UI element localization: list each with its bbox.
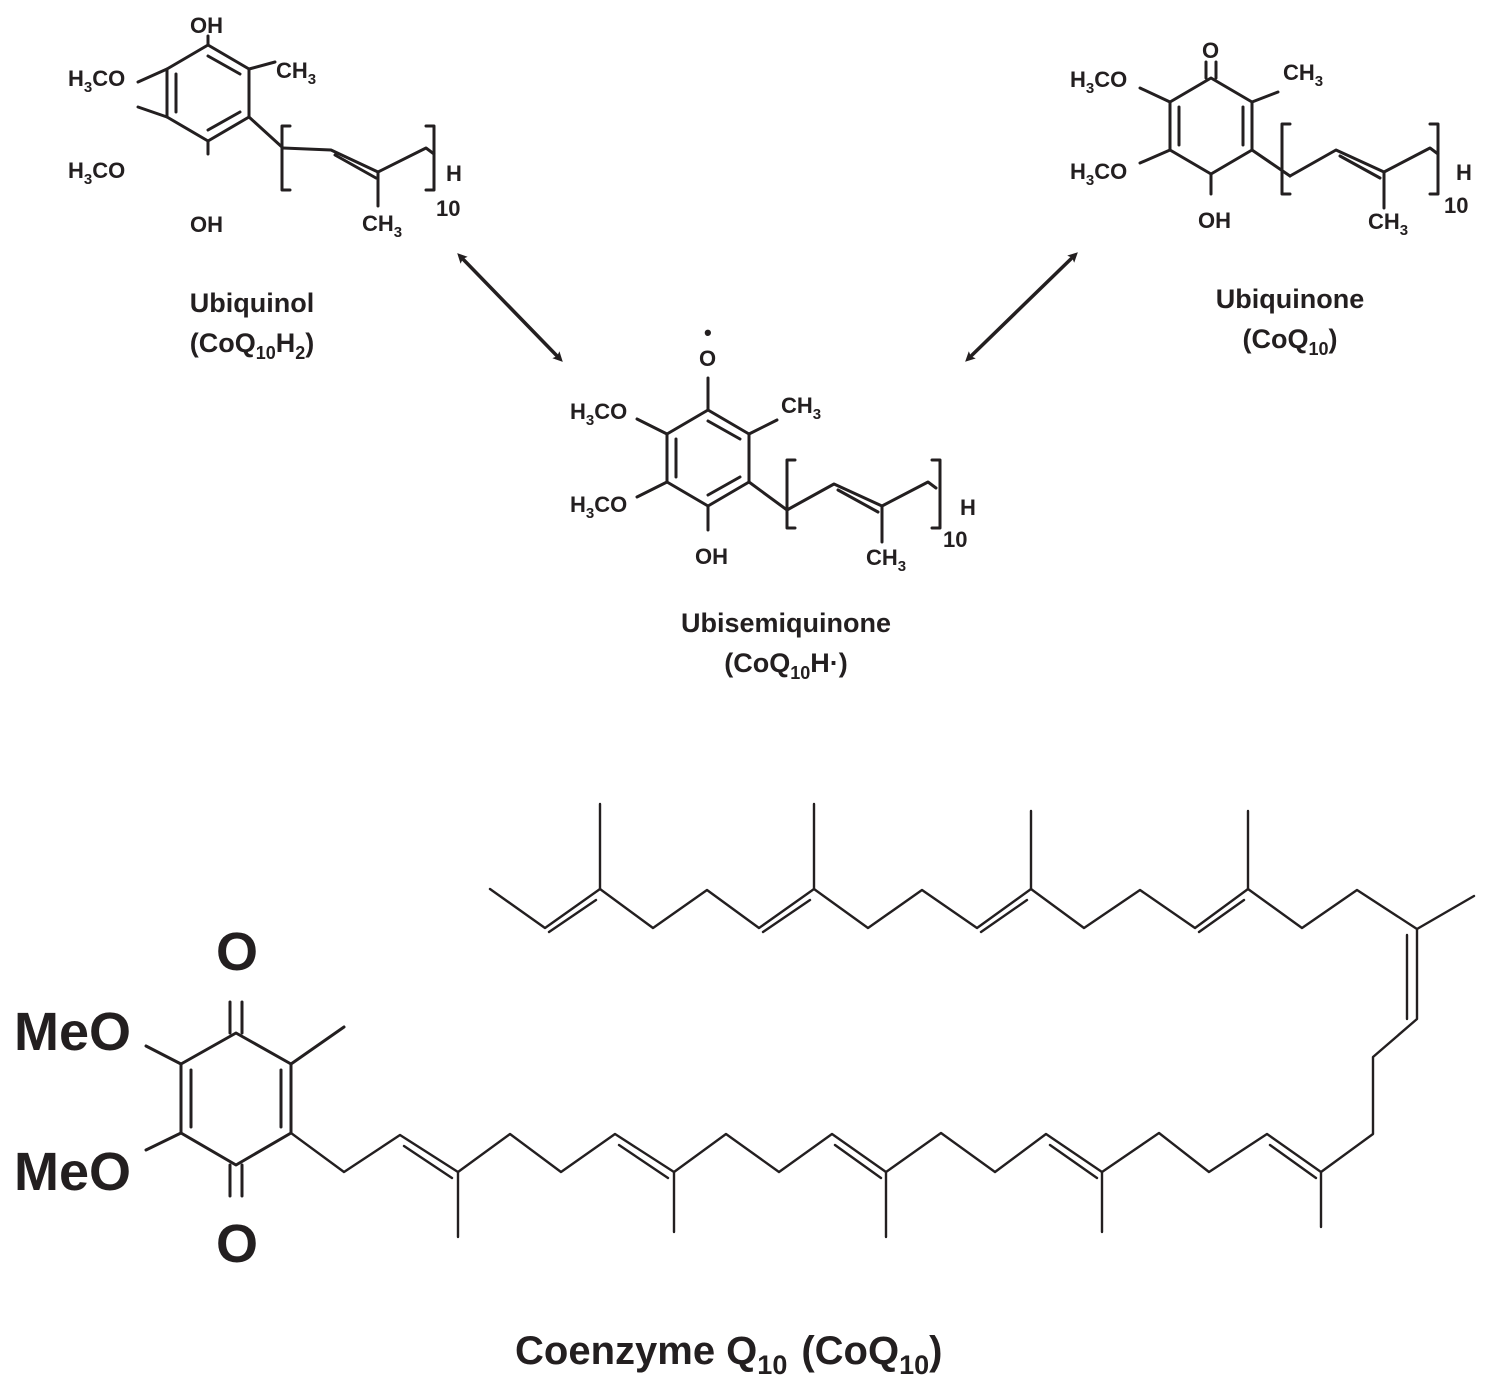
ubiquinol-formula: (CoQ10H2) [190, 328, 315, 363]
ubisemiquinone-formula: (CoQ10H·) [724, 648, 848, 683]
ubisemiquinone-o-top: O [699, 346, 716, 371]
ubiquinol-oh-bottom: OH [190, 212, 223, 237]
ubiquinol-chain [281, 146, 436, 208]
coq10-methoxy-bonds [144, 1025, 346, 1152]
ubiquinone-formula: (CoQ10) [1242, 324, 1337, 359]
ubisemiquinone-chain-methyl: CH3 [866, 545, 906, 575]
coq10-chain-double-bonds [402, 898, 1409, 1180]
ubiquinol-oh-top: OH [190, 13, 223, 38]
ubiquinol-methoxy-top: H3CO [68, 66, 125, 96]
coq10-title: Coenzyme Q10(CoQ10) [515, 1329, 942, 1380]
ubiquinone-ring-inner-bonds [1177, 105, 1245, 147]
ubiquinol-substituent-bonds [136, 34, 285, 156]
ubiquinone-o-top: O [1202, 38, 1219, 63]
ubiquinol-semiquinone-equilibrium-arrow [457, 253, 563, 362]
ubiquinone-repeat-count: 10 [1444, 193, 1468, 218]
ubiquinone-end-h: H [1456, 160, 1472, 185]
ubisemiquinone-ring [665, 408, 751, 508]
coq10-isoprenoid-chain [289, 887, 1419, 1174]
ubiquinol-ring-inner-bonds [174, 54, 242, 132]
ubisemiquinone-structure: • O OH H3CO H3CO CH3 CH3 H 10 [570, 320, 976, 575]
ubiquinol-brackets [280, 124, 436, 192]
ubisemiquinone-chain [785, 480, 938, 544]
ubiquinone-substituent-bonds [1138, 60, 1292, 196]
coq10-carbonyl-o-top: O [216, 922, 258, 982]
ubiquinol-structure: OH OH H3CO H3CO CH3 CH3 H 10 [68, 13, 462, 241]
ubisemiquinone-name: Ubisemiquinone [681, 608, 891, 638]
coq10-methoxy-bottom: MeO [14, 1142, 131, 1202]
ubiquinone-chain-methyl: CH3 [1368, 209, 1408, 239]
coq10-structure: O O MeO MeO [14, 802, 1476, 1274]
ubiquinol-ring-methyl: CH3 [276, 58, 316, 88]
ubiquinone-methoxy-top: H3CO [1070, 67, 1127, 97]
ubiquinone-chain [1288, 146, 1440, 210]
ubiquinol-name: Ubiquinol [190, 288, 314, 318]
ubiquinol-repeat-count: 10 [436, 196, 460, 221]
ubiquinone-ring-methyl: CH3 [1283, 60, 1323, 90]
ubiquinone-brackets [1280, 122, 1440, 196]
ubiquinone-methoxy-bottom: H3CO [1070, 159, 1127, 189]
ubisemiquinone-methoxy-top: H3CO [570, 399, 627, 429]
ubisemiquinone-repeat-count: 10 [943, 527, 967, 552]
ubiquinone-name: Ubiquinone [1216, 284, 1364, 314]
ubisemiquinone-methoxy-bottom: H3CO [570, 492, 627, 522]
ubiquinol-end-h: H [446, 161, 462, 186]
ubisemiquinone-oh-bottom: OH [695, 544, 728, 569]
ubiquinone-semiquinone-equilibrium-arrow [965, 252, 1078, 362]
ubiquinone-oh-bottom: OH [1198, 208, 1231, 233]
ubisemiquinone-substituent-bonds [635, 376, 789, 532]
coq10-ring-double-bonds [189, 1068, 283, 1129]
ubiquinol-ring [165, 43, 251, 143]
ubisemiquinone-radical-dot: • [704, 320, 712, 345]
ubisemiquinone-end-h: H [960, 495, 976, 520]
ubiquinol-methoxy-bottom: H3CO [68, 158, 125, 188]
ubiquinone-structure: O OH H3CO H3CO CH3 CH3 H 10 [1070, 38, 1472, 239]
coq10-carbonyl-o-bottom: O [216, 1214, 258, 1274]
ubisemiquinone-brackets [785, 458, 942, 530]
ubiquinone-ring [1168, 76, 1254, 176]
ubisemiquinone-ring-inner-bonds [674, 419, 742, 497]
coq10-methoxy-top: MeO [14, 1002, 131, 1062]
coq10-chain-methyls [456, 802, 1476, 1239]
ubisemiquinone-ring-methyl: CH3 [781, 393, 821, 423]
ubiquinol-chain-methyl: CH3 [362, 211, 402, 241]
coq10-quinone-ring [179, 1031, 293, 1167]
coq10-carbonyl-bonds [228, 1000, 244, 1198]
